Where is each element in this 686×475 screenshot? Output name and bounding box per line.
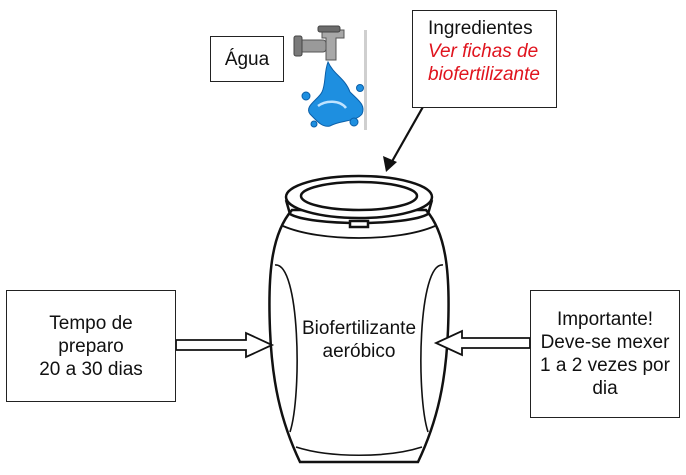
barrel-line1: Biofertilizante (301, 318, 417, 339)
ingredients-note-line1: Ver fichas de (428, 41, 539, 62)
faucet-icon (293, 25, 367, 130)
barrel-line2: aeróbico (322, 341, 396, 362)
important-line3: 1 a 2 vezes por (540, 355, 670, 376)
ingredients-arrow (383, 97, 429, 172)
time-box: Tempo de preparo 20 a 30 dias (6, 290, 176, 402)
ingredients-title: Ingredientes (428, 18, 533, 39)
important-line4: dia (592, 378, 618, 399)
time-line3: 20 a 30 dias (39, 358, 143, 380)
water-label: Água (224, 48, 270, 70)
water-splash-icon (301, 60, 364, 128)
important-line2: Deve-se mexer (540, 332, 670, 353)
time-line2: preparo (58, 335, 124, 357)
ingredients-note-line2: biofertilizante (428, 64, 540, 85)
barrel-drawing (268, 174, 450, 464)
important-box: Importante! Deve-se mexer 1 a 2 vezes po… (530, 290, 680, 418)
ingredients-box: Ingredientes Ver fichas de biofertilizan… (412, 10, 557, 108)
important-arrow (433, 329, 531, 357)
water-label-box: Água (210, 36, 284, 82)
important-line1: Importante! (556, 309, 654, 330)
barrel-label: Biofertilizante aeróbico (289, 312, 429, 368)
time-line1: Tempo de (49, 312, 133, 334)
time-arrow (175, 331, 275, 359)
